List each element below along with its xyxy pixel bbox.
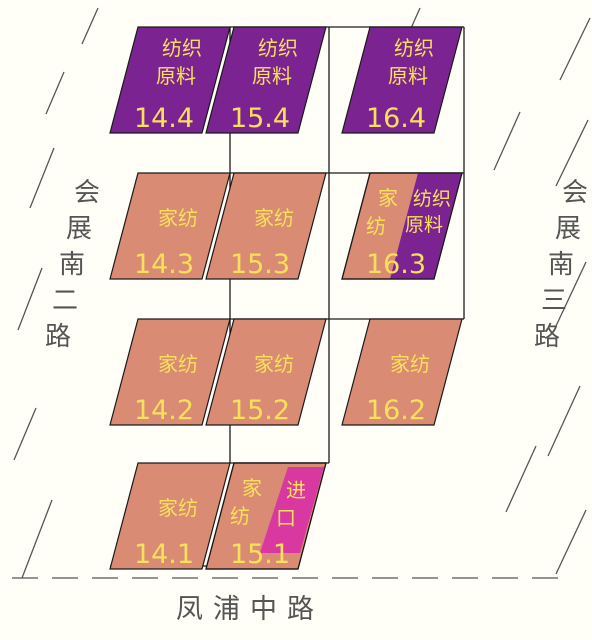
hall-number: 15.1 [230, 539, 290, 570]
road-left-char: 会 [74, 178, 101, 208]
hall-shape [109, 462, 231, 570]
hall-number: 14.2 [134, 395, 194, 426]
zone-label: 进 [286, 478, 306, 502]
zone-label: 家纺 [158, 496, 198, 520]
hall-number: 15.2 [230, 395, 290, 426]
road-stroke [21, 499, 53, 579]
road-stroke [13, 407, 37, 461]
road-right-char: 三 [540, 286, 567, 316]
road-stroke [81, 7, 99, 45]
road-stroke [559, 17, 591, 81]
zone-label: 纺 [366, 214, 386, 238]
road-right-char: 南 [547, 250, 574, 280]
hall-15-3: 家纺 15.3 [205, 172, 327, 280]
zone-label: 原料 [388, 64, 428, 88]
hall-shape [109, 318, 231, 426]
road-left-char: 路 [44, 322, 71, 352]
zone-label: 纺织 [162, 36, 202, 60]
zone-label: 纺 [230, 504, 250, 528]
zone-label: 家纺 [390, 352, 430, 376]
road-stroke [555, 509, 587, 575]
road-stroke [547, 385, 581, 457]
zone-label: 纺织 [258, 36, 298, 60]
road-label-bottom: 凤浦中路 [176, 594, 324, 625]
hall-number: 16.4 [366, 103, 426, 134]
hall-shape [341, 26, 463, 134]
zone-label: 家纺 [158, 206, 198, 230]
hall-number: 15.4 [230, 103, 290, 134]
zone-label: 家纺 [254, 352, 294, 376]
zone-label: 原料 [405, 214, 443, 236]
hall-shape [109, 26, 231, 134]
hall-shape [341, 318, 463, 426]
hall-number: 16.2 [366, 395, 426, 426]
hall-shape [205, 26, 327, 134]
zone-label: 家纺 [158, 352, 198, 376]
zone-label: 原料 [156, 64, 196, 88]
zone-label: 口 [276, 506, 296, 530]
road-stroke [555, 119, 589, 187]
hall-number: 14.1 [134, 539, 194, 570]
hall-14-1: 家纺 14.1 [109, 462, 231, 570]
hall-shape [205, 172, 327, 280]
zone-label: 家 [242, 476, 262, 500]
road-label-left: 会 展 南 二 路 [8, 178, 101, 410]
road-left-char: 二 [51, 286, 78, 316]
road-stroke [505, 445, 537, 513]
road-stroke [493, 111, 521, 171]
road-left-char: 展 [65, 214, 92, 244]
zone-label: 原料 [252, 64, 292, 88]
road-stroke [45, 71, 65, 115]
hall-14-2: 家纺 14.2 [109, 318, 231, 426]
hall-outline [205, 462, 327, 570]
hall-number: 15.3 [230, 249, 290, 280]
road-label-right: 会 展 南 三 路 [478, 180, 588, 410]
road-right-char: 路 [533, 322, 560, 352]
road-right-char: 会 [562, 178, 589, 208]
hall-subzone [260, 467, 324, 553]
zone-label: 纺织 [413, 188, 451, 210]
hall-outline [341, 172, 463, 280]
zone-label: 纺织 [394, 36, 434, 60]
road-stroke [555, 261, 587, 327]
hall-15-1: 家纺 进口 15.1 [205, 462, 327, 570]
zone-label: 家 [378, 186, 398, 210]
hall-15-2: 家纺 15.2 [205, 318, 327, 426]
road-stroke [17, 267, 43, 331]
hall-number: 16.3 [366, 249, 426, 280]
hall-16-2: 家纺 16.2 [341, 318, 463, 426]
hall-number: 14.4 [134, 103, 194, 134]
hall-14-3: 家纺 14.3 [109, 172, 231, 280]
road-right-char: 展 [554, 214, 581, 244]
road-strokes [12, 7, 591, 579]
hall-shape [205, 318, 327, 426]
zone-label: 家纺 [254, 206, 294, 230]
hall-subzone [390, 173, 462, 279]
road-stroke [29, 147, 55, 209]
hall-shape [109, 172, 231, 280]
hall-number: 14.3 [134, 249, 194, 280]
road-left-char: 南 [58, 250, 85, 280]
